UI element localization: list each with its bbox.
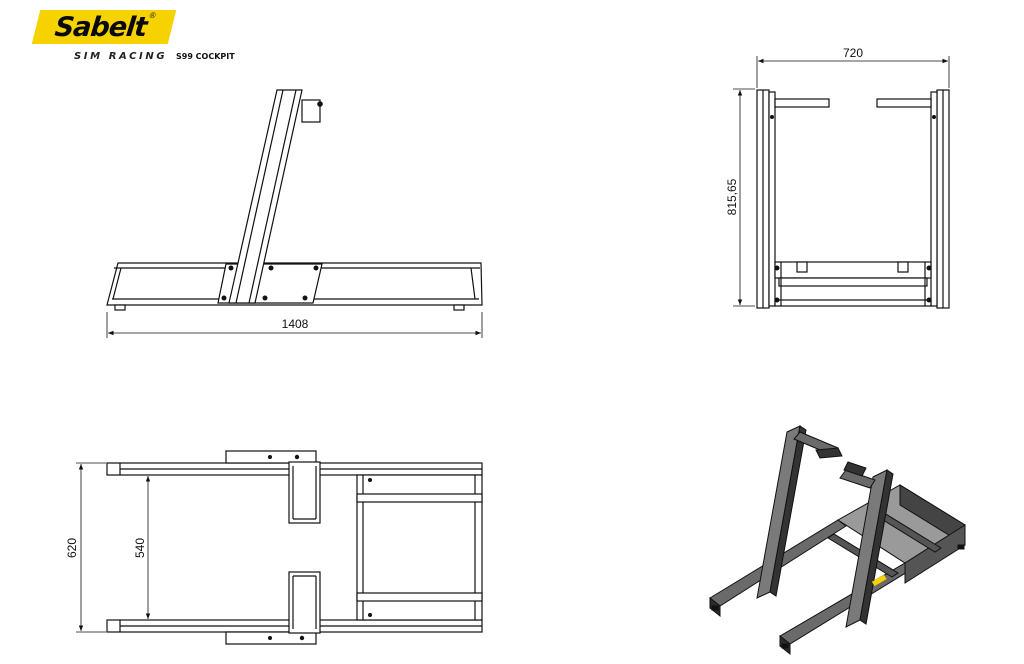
front-height-dimension: 815,65 bbox=[725, 178, 739, 215]
isometric-view bbox=[709, 425, 966, 656]
top-view bbox=[76, 450, 483, 645]
product-title: S99 COCKPIT bbox=[176, 52, 235, 61]
sim-racing-subline: SIM RACING bbox=[74, 51, 168, 62]
front-width-dimension: 720 bbox=[843, 46, 863, 60]
side-view bbox=[106, 89, 483, 338]
side-length-dimension: 1408 bbox=[282, 317, 309, 331]
top-inner-dimension: 540 bbox=[133, 538, 147, 558]
top-outer-dimension: 620 bbox=[65, 538, 79, 558]
front-view bbox=[733, 56, 950, 309]
